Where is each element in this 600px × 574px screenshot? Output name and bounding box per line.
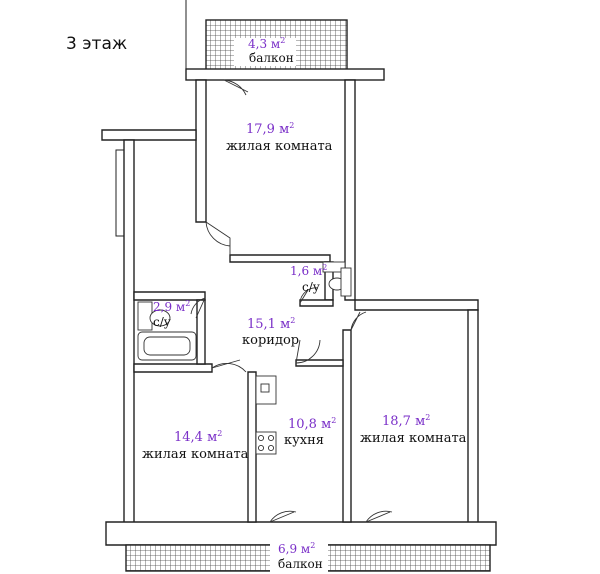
svg-text:17,9 м2: 17,9 м2 bbox=[246, 121, 294, 137]
svg-text:18,7 м2: 18,7 м2 bbox=[382, 413, 430, 429]
label-wc-small: 1,6 м2 с/у bbox=[290, 263, 327, 294]
label-kitchen: 10,8 м2 кухня bbox=[284, 416, 336, 448]
svg-text:4,3 м2: 4,3 м2 bbox=[248, 36, 285, 51]
svg-text:1,6 м2: 1,6 м2 bbox=[290, 263, 327, 278]
kitchen-fixtures bbox=[255, 375, 277, 455]
balcony-top-slab bbox=[185, 68, 385, 81]
balcony-top bbox=[185, 0, 385, 81]
label-living-left: 14,4 м2 жилая комната bbox=[142, 429, 249, 462]
svg-text:балкон: балкон bbox=[249, 51, 294, 65]
svg-text:коридор: коридор bbox=[242, 333, 299, 348]
label-corridor: 15,1 м2 коридор bbox=[242, 316, 299, 348]
svg-text:6,9 м2: 6,9 м2 bbox=[278, 541, 315, 556]
floor-label: 3 этаж bbox=[66, 34, 127, 54]
svg-text:с/у: с/у bbox=[153, 315, 171, 329]
svg-text:14,4 м2: 14,4 м2 bbox=[174, 429, 222, 445]
svg-text:жилая комната: жилая комната bbox=[226, 139, 333, 154]
svg-text:балкон: балкон bbox=[278, 557, 323, 571]
label-bath: 2,9 м2 с/у bbox=[153, 299, 190, 329]
svg-text:кухня: кухня bbox=[284, 433, 324, 448]
bath-fixtures bbox=[137, 301, 197, 361]
label-living-top: 17,9 м2 жилая комната bbox=[226, 121, 333, 154]
svg-text:2,9 м2: 2,9 м2 bbox=[153, 299, 190, 314]
label-balcony-bottom: 6,9 м2 балкон bbox=[278, 541, 323, 571]
outer-walls bbox=[101, 79, 497, 546]
svg-text:15,1 м2: 15,1 м2 bbox=[247, 316, 295, 332]
svg-text:10,8 м2: 10,8 м2 bbox=[288, 416, 336, 432]
svg-text:жилая комната: жилая комната bbox=[142, 447, 249, 462]
label-balcony-top: 4,3 м2 балкон bbox=[248, 36, 294, 65]
label-living-right: 18,7 м2 жилая комната bbox=[360, 413, 467, 446]
doors bbox=[190, 79, 393, 523]
svg-text:с/у: с/у bbox=[302, 280, 320, 294]
balcony-bottom bbox=[125, 542, 491, 572]
svg-text:жилая комната: жилая комната bbox=[360, 431, 467, 446]
wc-fixtures bbox=[322, 261, 352, 297]
